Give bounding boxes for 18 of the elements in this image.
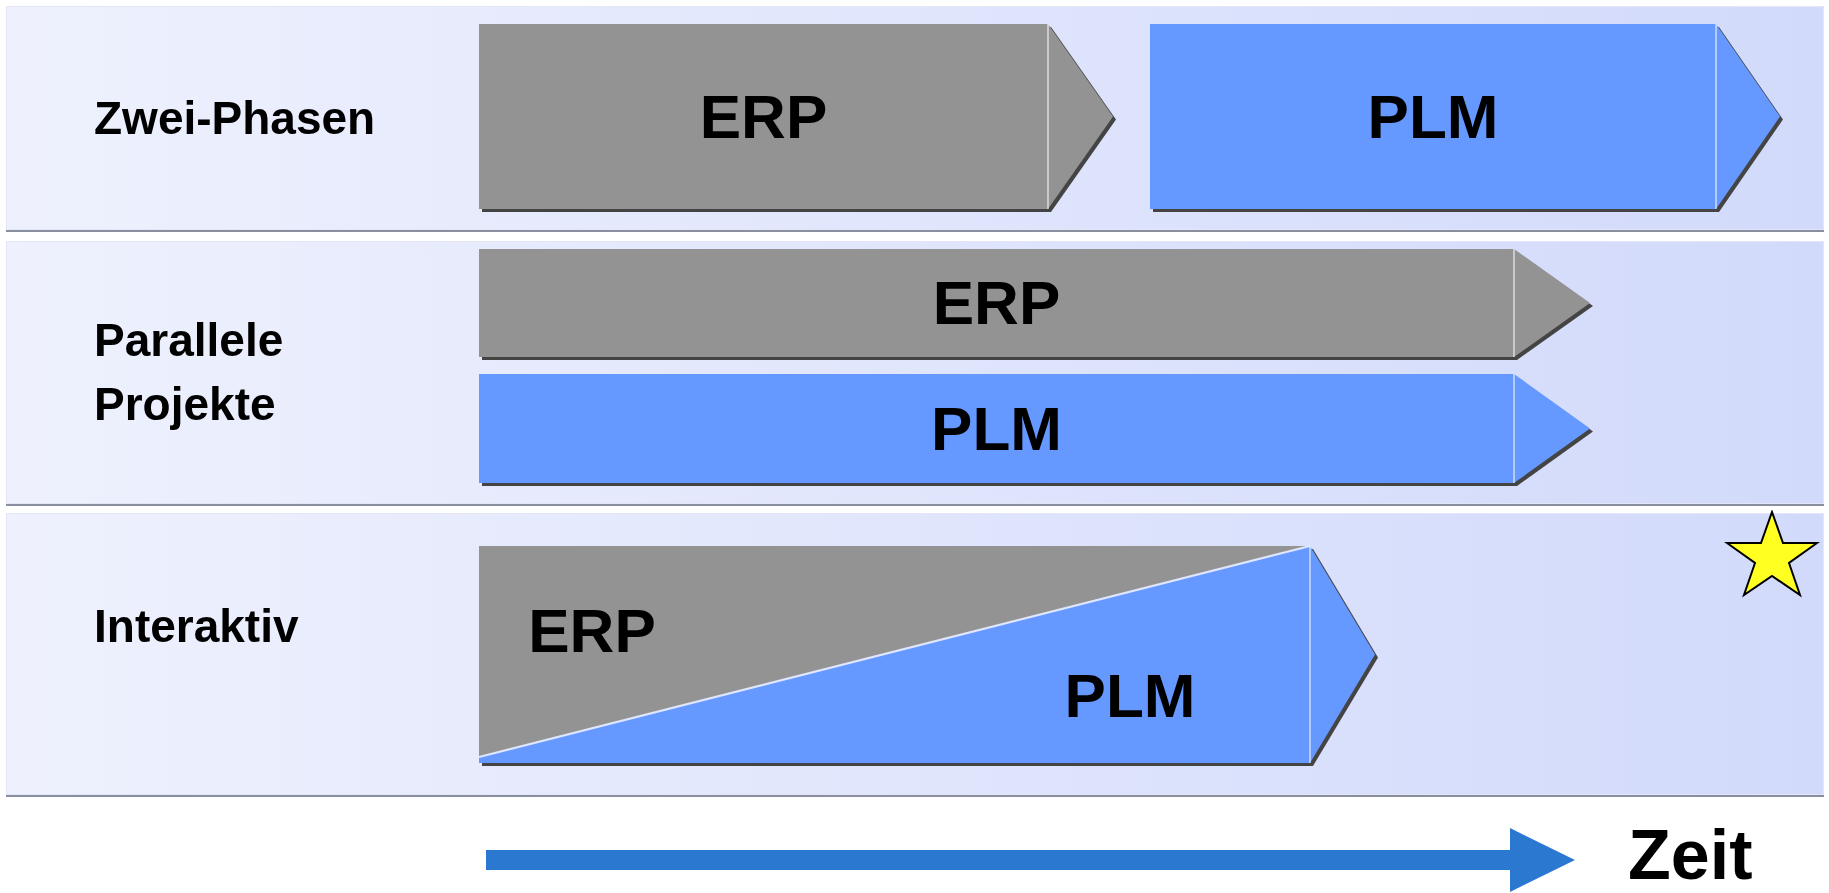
phase-name: ERP bbox=[528, 600, 656, 662]
phase-name: ERP bbox=[699, 85, 828, 148]
phase-name: PLM bbox=[1064, 665, 1196, 727]
phase-name: PLM bbox=[931, 397, 1062, 460]
band-panel bbox=[6, 6, 1824, 230]
split-phase-bar bbox=[479, 546, 1375, 763]
approach-label: Interaktiv bbox=[94, 598, 300, 654]
phase-name: PLM bbox=[1367, 85, 1499, 148]
band-panel bbox=[6, 241, 1824, 504]
phase-bar bbox=[1150, 24, 1780, 209]
time-label: Zeit bbox=[1628, 820, 1753, 890]
phase-bar bbox=[479, 374, 1590, 483]
approach-label: Zwei-Phasen bbox=[94, 90, 377, 146]
phase-bar bbox=[479, 24, 1113, 209]
band-panel bbox=[6, 513, 1824, 795]
phase-name: ERP bbox=[932, 272, 1061, 334]
approach-label: Parallele Projekte bbox=[94, 312, 285, 432]
phase-bar bbox=[479, 249, 1590, 357]
